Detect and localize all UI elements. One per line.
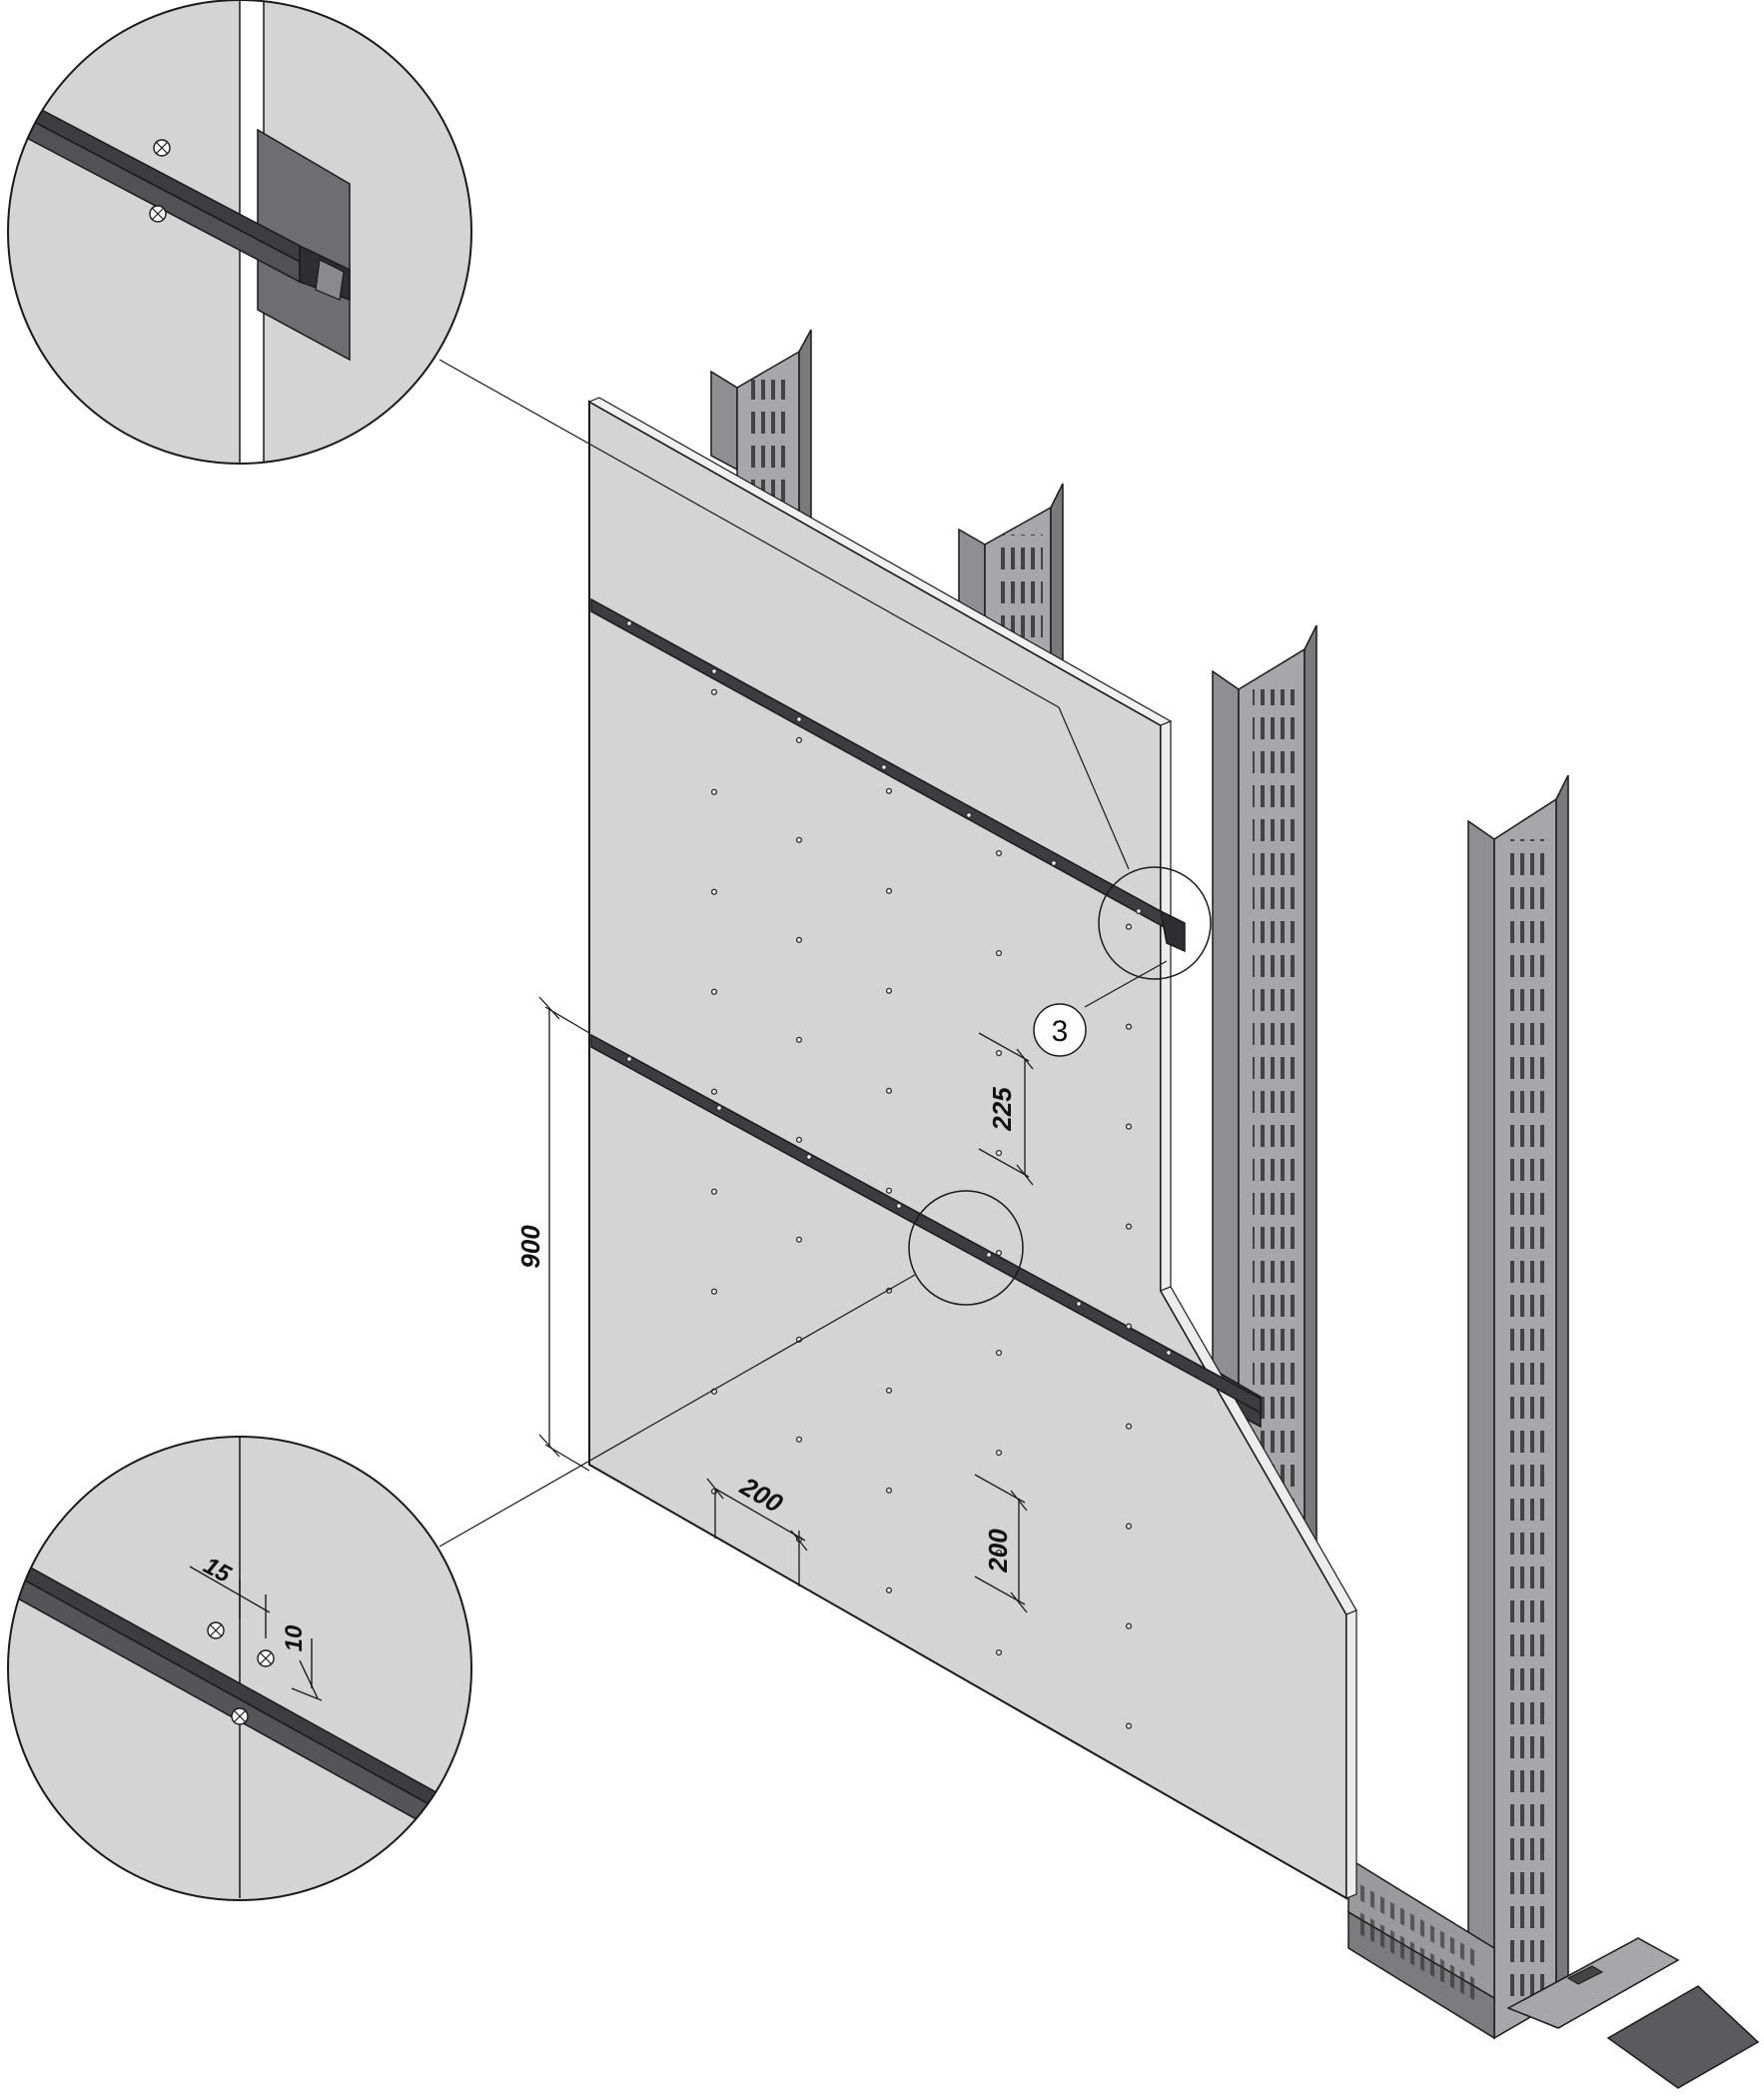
fastener-dot	[995, 849, 1003, 857]
fastener-dot	[1125, 1423, 1133, 1430]
stud-4	[1467, 774, 1569, 2040]
fastener-dot	[795, 936, 803, 943]
floor-track	[1347, 1856, 1680, 2040]
fastener-dot	[995, 1149, 1003, 1157]
fastener-dot	[995, 1648, 1003, 1656]
dimension-225-label: 225	[987, 1087, 1017, 1132]
fastener-dot	[1125, 1123, 1133, 1130]
detail-marker-lower	[908, 1190, 1024, 1306]
fastener-dot	[1125, 1523, 1133, 1530]
callout-3: 3	[1033, 1003, 1087, 1057]
fastener-dot	[995, 1449, 1003, 1457]
fastener-dot	[1050, 859, 1058, 867]
fastener-dot	[710, 888, 718, 895]
stud-1	[710, 329, 812, 522]
stud-3	[1212, 624, 1318, 1572]
fastener-dot	[710, 1288, 718, 1295]
fastener-dot	[710, 988, 718, 995]
dimension-200-vertical	[974, 1474, 1028, 1613]
fastener-dot	[965, 811, 973, 819]
leader-line-top	[439, 359, 1060, 708]
fastener-dot	[995, 949, 1003, 957]
fastener-dot	[1075, 1300, 1083, 1308]
fastener-dot	[1165, 1349, 1173, 1357]
fastener-dot	[795, 736, 803, 743]
fastener-dot	[715, 1104, 723, 1112]
fastener-dot	[795, 1136, 803, 1143]
fastener-dot	[995, 1049, 1003, 1057]
fastener-dot	[795, 715, 803, 723]
fastener-dot	[710, 1188, 718, 1195]
fastener-dot	[985, 1251, 993, 1259]
fastener-dot	[1125, 1223, 1133, 1230]
fastener-dot	[1125, 1622, 1133, 1629]
fastener-dot	[1125, 1023, 1133, 1030]
dimension-200-horizontal	[706, 1478, 808, 1586]
leader-line-callout	[1084, 960, 1168, 1008]
floor-strip	[1606, 1985, 1760, 2089]
fastener-dot	[1125, 1323, 1133, 1330]
fastener-dot	[995, 1349, 1003, 1357]
fastener-dot	[710, 1088, 718, 1095]
fastener-dot	[885, 1087, 893, 1094]
detail-marker-upper	[1098, 866, 1212, 980]
detail-view-top	[7, 0, 472, 465]
fastener-dot	[885, 987, 893, 994]
fastener-dot	[625, 619, 633, 627]
fastener-dot	[995, 1549, 1003, 1557]
dimension-10-label: 10	[281, 1624, 308, 1651]
detail-view-bottom: 15 10	[7, 1436, 472, 1901]
leader-line-bottom	[439, 1274, 916, 1548]
fastener-dot	[885, 1187, 893, 1194]
fastener-dot	[885, 1487, 893, 1494]
fastener-dot	[710, 788, 718, 795]
fastener-dot	[885, 1586, 893, 1593]
fastener-dot	[885, 787, 893, 794]
fastener-dot	[795, 836, 803, 843]
dimension-900-label: 900	[515, 1225, 545, 1269]
fastener-dot	[805, 1153, 813, 1161]
callout-label: 3	[1052, 1015, 1069, 1048]
fastener-dot	[710, 688, 718, 695]
fastener-dot	[885, 887, 893, 894]
leader-line-top-2	[1058, 706, 1130, 870]
fastener-dot	[795, 1436, 803, 1443]
rail-lower	[590, 1033, 1262, 1415]
fastener-dot	[880, 763, 888, 771]
fastener-dot	[795, 1036, 803, 1043]
fastener-dot	[885, 1387, 893, 1394]
fastener-dot	[895, 1202, 903, 1210]
fastener-dot	[1135, 907, 1143, 915]
fastener-dot	[625, 1055, 633, 1063]
dimension-900	[538, 996, 590, 1472]
fastener-dot	[710, 667, 718, 675]
dimension-200-vertical-label: 200	[983, 1529, 1013, 1574]
fastener-dot	[795, 1236, 803, 1243]
board-panel	[587, 397, 1357, 1900]
fastener-dot	[1125, 1722, 1133, 1729]
dimension-225	[978, 1032, 1034, 1186]
fastener-dot	[995, 1249, 1003, 1257]
fastener-dot	[1125, 923, 1133, 930]
